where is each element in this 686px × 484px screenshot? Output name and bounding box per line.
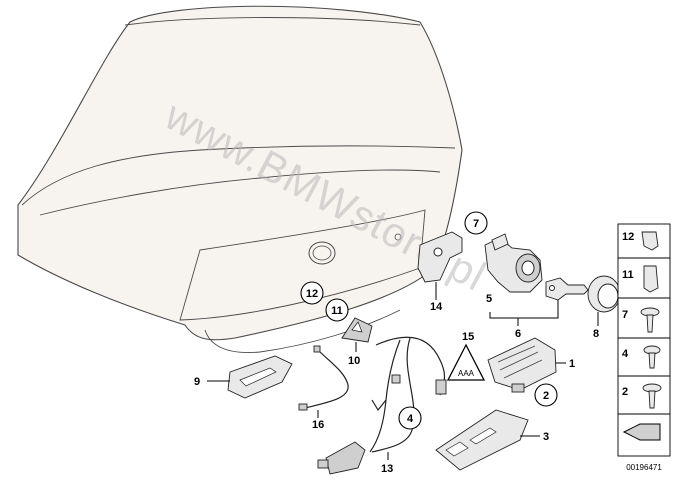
part-14-bracket — [417, 231, 463, 300]
label-5: 5 — [486, 293, 492, 305]
label-9: 9 — [194, 376, 200, 388]
label-16: 16 — [312, 419, 324, 431]
label-13: 13 — [381, 463, 393, 475]
hardware-legend: 12 11 7 4 2 — [617, 223, 671, 457]
label-3: 3 — [543, 431, 549, 443]
label-6: 6 — [515, 328, 521, 340]
label-14: 14 — [430, 301, 443, 313]
callout-11: 11 — [325, 298, 349, 322]
svg-text:11: 11 — [331, 305, 343, 317]
svg-text:2: 2 — [543, 390, 549, 402]
legend-item-2: 2 — [622, 386, 628, 398]
part-16-cable — [298, 345, 349, 418]
legend-item-4: 4 — [622, 348, 629, 360]
svg-text:4: 4 — [407, 413, 414, 425]
callout-4: 4 — [398, 406, 422, 430]
part-10-button — [341, 317, 373, 352]
legend-item-11: 11 — [622, 269, 634, 281]
trunk-lid — [17, 5, 463, 353]
warning-triangle-icon: AAA — [446, 343, 486, 381]
part-9-light — [227, 355, 293, 399]
label-1: 1 — [569, 358, 575, 370]
svg-text:AAA: AAA — [458, 369, 475, 378]
label-10: 10 — [348, 355, 360, 367]
key — [545, 277, 589, 301]
svg-text:12: 12 — [306, 288, 318, 300]
svg-text:7: 7 — [473, 218, 479, 230]
part-1-lock-actuator — [487, 337, 566, 393]
image-number: 00196471 — [626, 463, 662, 472]
part-5-lock-cylinder — [484, 233, 543, 293]
label-8: 8 — [593, 328, 599, 340]
part-3-cover — [435, 409, 540, 471]
label-15: 15 — [462, 331, 474, 343]
callout-12: 12 — [300, 281, 324, 305]
legend-item-12: 12 — [622, 231, 634, 243]
legend-item-7: 7 — [622, 309, 628, 321]
callout-7: 7 — [464, 211, 488, 235]
part-13-wiring-harness — [317, 336, 447, 475]
callout-2: 2 — [534, 383, 558, 407]
arrow-icon — [622, 423, 661, 441]
part-8-ring — [587, 275, 621, 326]
